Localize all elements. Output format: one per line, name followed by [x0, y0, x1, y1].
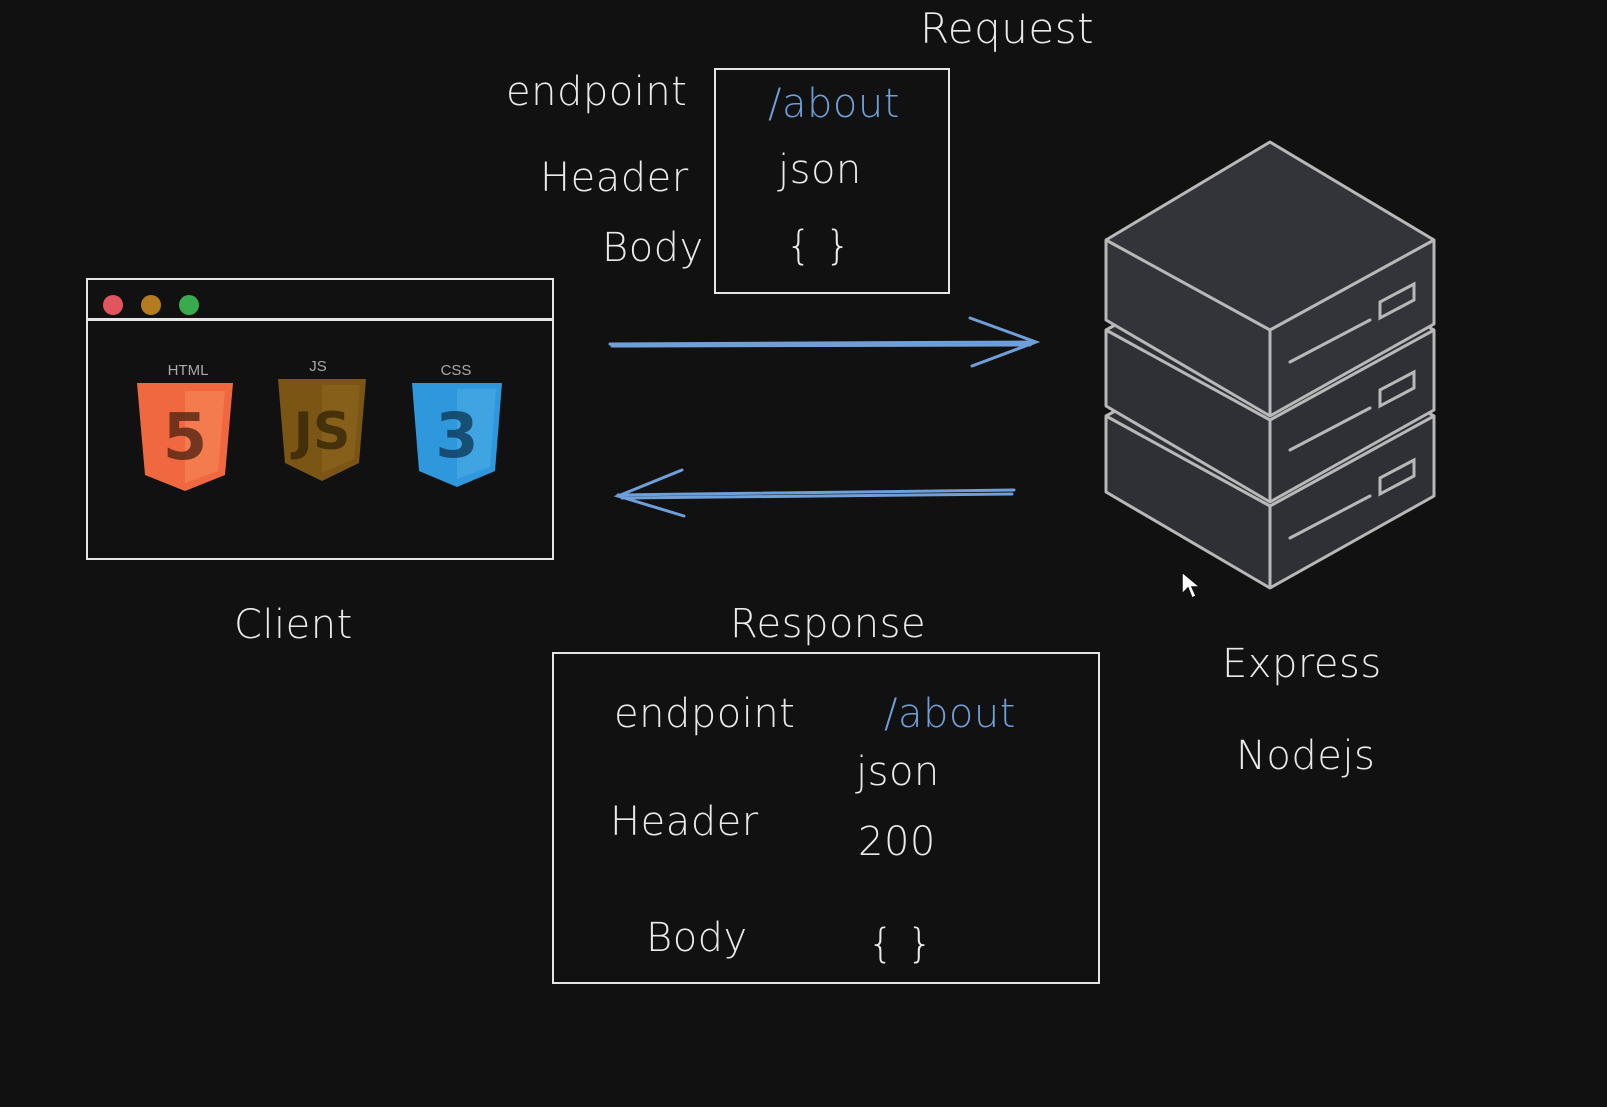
request-endpoint-value: /about: [768, 81, 900, 127]
svg-text:JS: JS: [291, 402, 351, 462]
response-arrow: [613, 468, 1016, 518]
response-header-value-json: json: [856, 749, 940, 795]
css-caption: CSS: [440, 362, 472, 379]
js-caption: JS: [309, 358, 327, 375]
svg-text:5: 5: [163, 401, 208, 475]
response-endpoint-value: /about: [884, 691, 1016, 737]
request-box: [714, 68, 950, 294]
client-browser-window: [86, 278, 554, 560]
html5-icon: 5: [137, 383, 233, 491]
window-maximize-dot: [179, 295, 199, 315]
request-header-value: json: [778, 147, 862, 193]
css3-icon: 3: [412, 383, 502, 487]
window-close-dot: [103, 295, 123, 315]
server-stack-icon: [1104, 140, 1436, 590]
request-arrow: [608, 316, 1041, 368]
svg-text:3: 3: [435, 399, 478, 472]
request-title: Request: [920, 4, 1095, 53]
request-header-key: Header: [540, 155, 689, 201]
browser-titlebar-divider: [86, 318, 554, 321]
request-endpoint-key: endpoint: [506, 69, 688, 115]
response-header-key: Header: [610, 799, 759, 845]
server-label-express: Express: [1222, 641, 1382, 687]
server-label-nodejs: Nodejs: [1236, 733, 1376, 779]
html-caption: HTML: [167, 362, 209, 379]
window-minimize-dot: [141, 295, 161, 315]
mouse-cursor-icon: [1181, 570, 1203, 600]
request-body-key: Body: [602, 225, 704, 271]
request-body-value: { }: [786, 223, 852, 269]
response-header-value-status: 200: [858, 819, 936, 865]
js-icon: JS: [278, 379, 366, 481]
response-title: Response: [730, 601, 927, 647]
response-box: [552, 652, 1100, 984]
response-endpoint-key: endpoint: [614, 691, 796, 737]
client-label: Client: [234, 602, 353, 648]
response-body-value: { }: [868, 921, 934, 967]
response-body-key: Body: [646, 915, 748, 961]
